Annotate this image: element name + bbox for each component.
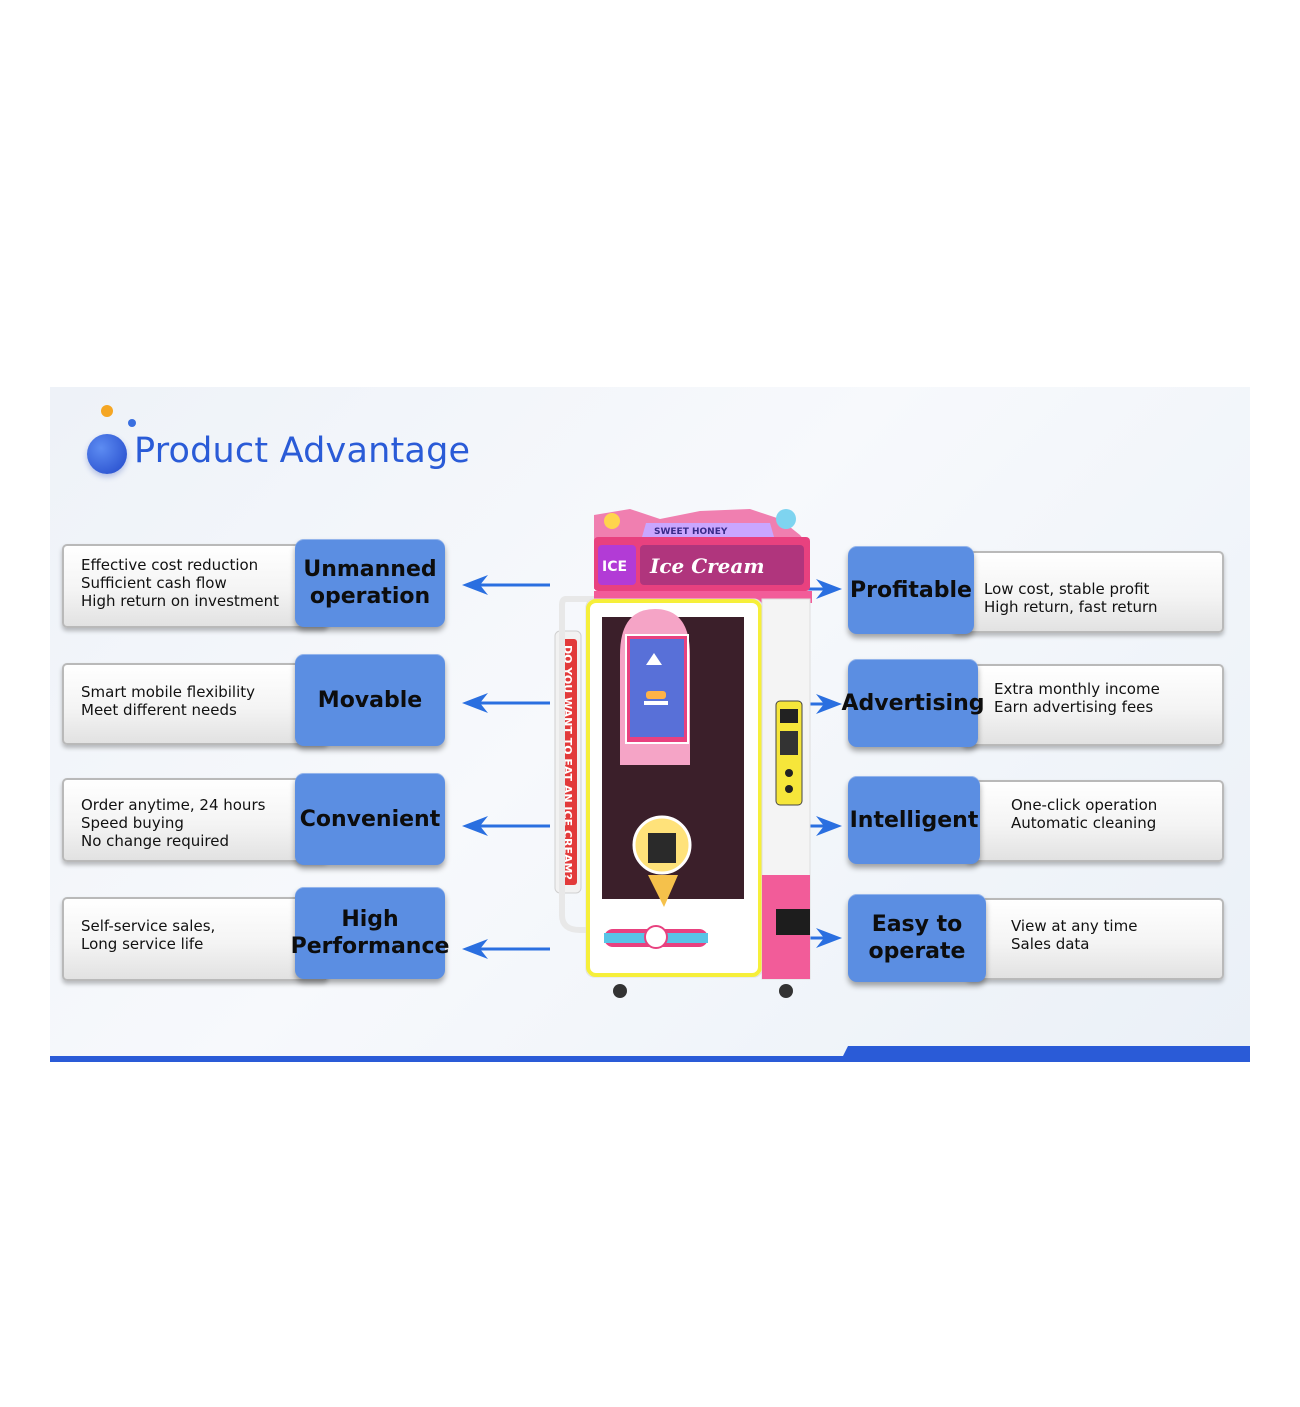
ice-cream-machine-image: DO YOU WANT TO EAT AN ICE CREAM? ICE Ice… <box>554 509 812 998</box>
bottom-accent-bar <box>50 1056 1250 1062</box>
arrow-left-icon <box>462 816 550 836</box>
feature-label-convenient: Convenient <box>295 773 445 865</box>
arrow-left-icon <box>462 575 550 595</box>
feature-label-movable: Movable <box>295 654 445 746</box>
title-bullet <box>87 434 127 474</box>
arrow-left-icon <box>462 939 550 959</box>
small-blue-dot <box>128 419 136 427</box>
page-title: Product Advantage <box>134 431 471 471</box>
feature-label-profitable: Profitable <box>848 546 974 634</box>
brand-main-text: Ice Cream <box>649 554 765 578</box>
feature-label-intelligent: Intelligent <box>848 776 980 864</box>
feature-description: Self-service sales,Long service life <box>81 917 216 953</box>
orange-dot <box>101 405 113 417</box>
slide: Product Advantage Effective cost reducti… <box>50 387 1250 1062</box>
arrow-left-icon <box>462 693 550 713</box>
feature-card-high-performance: Self-service sales,Long service life <box>62 897 328 981</box>
brand-top-text: SWEET HONEY <box>654 527 728 537</box>
feature-label-advertising: Advertising <box>842 659 985 747</box>
bottom-accent-bar-thick <box>840 1046 1250 1062</box>
brand-ice-text: ICE <box>602 559 627 575</box>
